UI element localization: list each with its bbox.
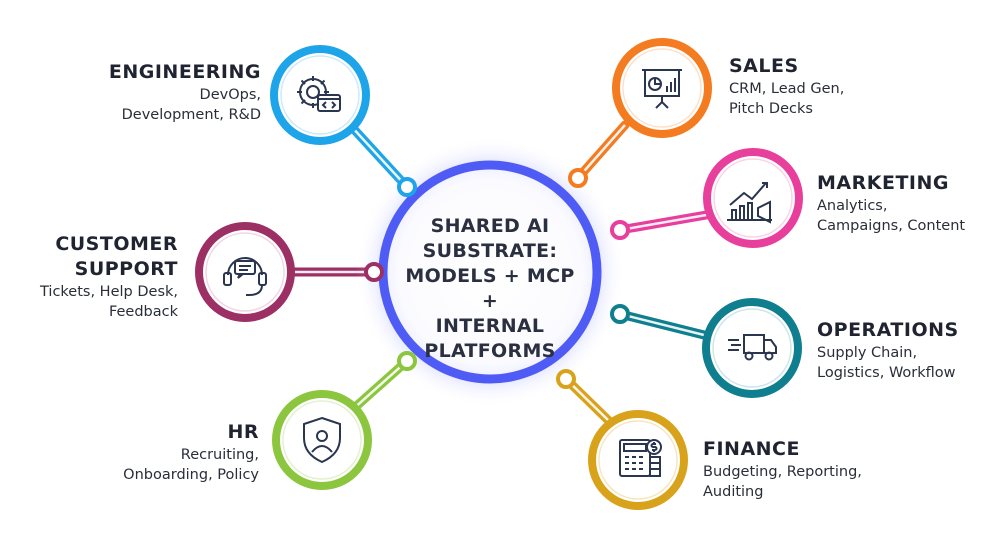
marketing-title: MARKETING — [817, 172, 949, 194]
customer-support-desc-line: Tickets, Help Desk, — [40, 284, 178, 300]
marketing-desc-line: Campaigns, Content — [817, 218, 966, 234]
customer-support-label: CUSTOMER SUPPORT Tickets, Help Desk, Fee… — [3, 232, 178, 322]
customer-support-node[interactable] — [195, 222, 295, 322]
operations-node[interactable] — [702, 298, 802, 398]
connector-dots — [364, 168, 630, 389]
hub-line: SUBSTRATE: — [422, 240, 558, 262]
marketing-desc-line: Analytics, — [817, 198, 888, 214]
hr-node[interactable] — [272, 390, 372, 490]
sales-label: SALES CRM, Lead Gen, Pitch Decks — [729, 54, 929, 119]
operations-title: OPERATIONS — [817, 319, 959, 341]
hr-desc-line: Recruiting, — [180, 447, 259, 463]
engineering-node[interactable] — [270, 45, 370, 145]
gear-code-icon — [297, 76, 341, 112]
operations-desc-line: Logistics, Workflow — [817, 365, 956, 381]
hr-desc-line: Onboarding, Policy — [123, 467, 259, 483]
connector-sales — [573, 120, 630, 183]
engineering-desc-line: Development, R&D — [121, 107, 261, 123]
sales-title: SALES — [729, 55, 799, 77]
presentation-chart-icon — [642, 69, 682, 109]
hub-line: MODELS + MCP + — [405, 265, 575, 312]
sales-node[interactable] — [612, 38, 712, 138]
truck-icon — [728, 334, 777, 361]
sales-desc-line: CRM, Lead Gen, — [729, 81, 845, 97]
hub-line: INTERNAL — [435, 315, 545, 337]
connector-operations — [615, 309, 717, 342]
operations-label: OPERATIONS Supply Chain, Logistics, Work… — [817, 318, 997, 383]
shield-user-icon — [303, 416, 341, 464]
finance-label: FINANCE Budgeting, Reporting, Auditing — [703, 437, 933, 502]
hub-label: SHARED AI SUBSTRATE: MODELS + MCP + INTE… — [400, 214, 580, 364]
finance-node[interactable] — [588, 410, 688, 510]
customer-support-desc-line: Feedback — [108, 304, 178, 320]
hub-line: SHARED AI — [430, 215, 550, 237]
hub-line: PLATFORMS — [424, 340, 556, 362]
hr-label: HR Recruiting, Onboarding, Policy — [39, 420, 259, 485]
customer-support-title: CUSTOMER — [55, 233, 178, 255]
marketing-node[interactable] — [703, 148, 803, 248]
hr-title: HR — [227, 421, 259, 443]
engineering-label: ENGINEERING DevOps, Development, R&D — [21, 60, 261, 125]
finance-desc-line: Budgeting, Reporting, — [703, 464, 862, 480]
engineering-desc-line: DevOps, — [199, 87, 261, 103]
finance-desc-line: Auditing — [703, 484, 764, 500]
operations-desc-line: Supply Chain, — [817, 345, 918, 361]
engineering-title: ENGINEERING — [108, 61, 261, 83]
megaphone-chart-icon — [727, 182, 772, 224]
calculator-icon — [619, 439, 662, 477]
marketing-label: MARKETING Analytics, Campaigns, Content — [817, 171, 997, 236]
headset-icon — [223, 257, 267, 296]
sales-desc-line: Pitch Decks — [729, 101, 813, 117]
customer-support-title: SUPPORT — [74, 258, 178, 280]
finance-title: FINANCE — [703, 438, 800, 460]
connector-marketing — [615, 209, 717, 235]
